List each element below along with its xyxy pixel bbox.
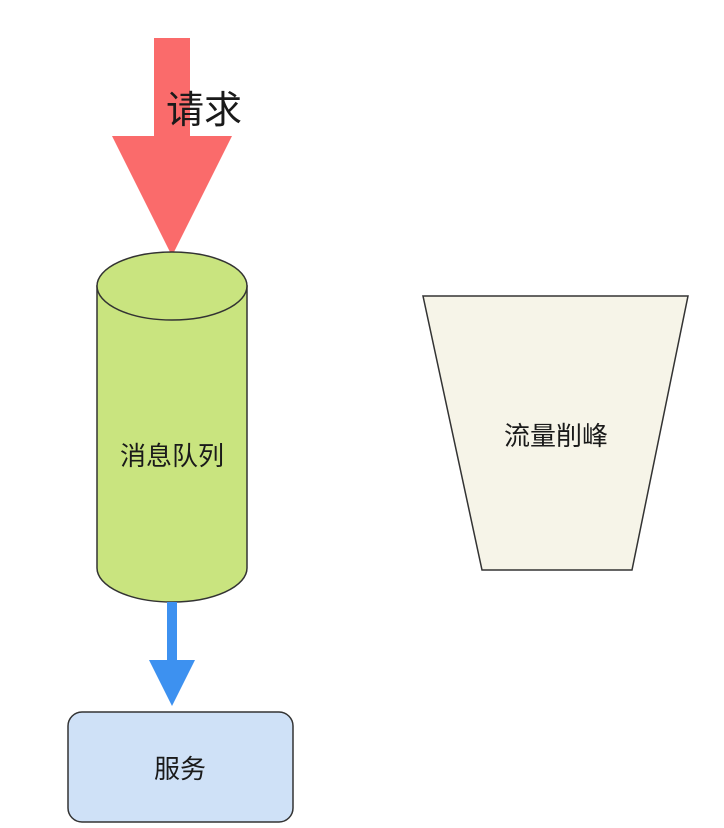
request-label: 请求	[166, 88, 242, 132]
request-arrow-head	[112, 136, 232, 256]
message-queue-cylinder[interactable]	[96, 251, 248, 603]
service-label: 服务	[154, 755, 206, 785]
message-queue-top	[96, 251, 248, 321]
service-arrow-shaft	[167, 602, 177, 664]
message-queue-body	[96, 285, 248, 603]
service-box[interactable]	[67, 711, 294, 823]
service-arrow	[149, 602, 195, 706]
service-arrow-head	[149, 660, 195, 706]
request-arrow	[112, 38, 232, 256]
message-queue-label: 消息队列	[120, 442, 224, 472]
peak-shaving-label: 流量削峰	[504, 422, 608, 452]
peak-shaving-trapezoid[interactable]	[422, 295, 689, 571]
request-arrow-shaft	[154, 38, 190, 150]
